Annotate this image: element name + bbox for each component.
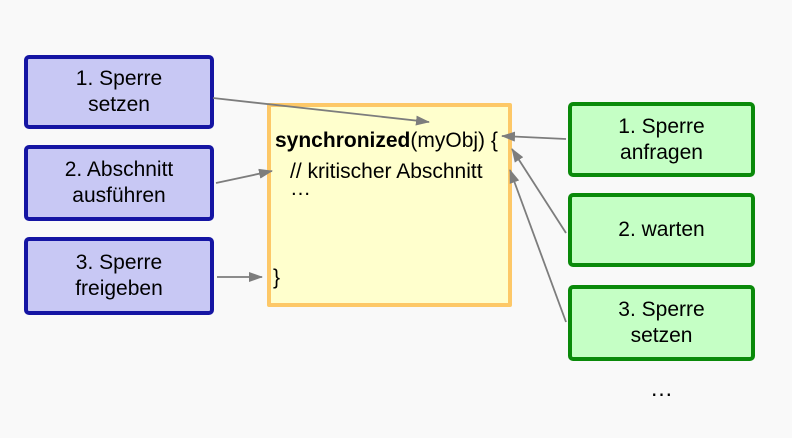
arrow-right-3-to-open-brace — [509, 169, 567, 323]
left-step-1-line-1: 1. Sperre — [75, 67, 163, 90]
left-step-3-line-1: 3. Sperre — [75, 251, 163, 274]
right-step-2-line-1: 2. warten — [618, 218, 705, 241]
code-line-1-rest: (myObj) { — [410, 129, 498, 152]
right-step-1-line-1: 1. Sperre — [618, 114, 705, 138]
code-line-ellipsis: … — [290, 177, 311, 200]
right-step-box-3: 3. Sperre setzen — [568, 285, 755, 361]
footer-ellipsis: … — [650, 375, 673, 401]
right-step-1-line-2: anfragen — [620, 140, 703, 164]
code-box: synchronized(myObj) { // kritischer Absc… — [267, 103, 512, 307]
left-step-1-line-2: setzen — [88, 93, 150, 116]
left-step-3-line-2: freigeben — [75, 277, 163, 300]
arrow-right-2-to-open-brace — [511, 148, 567, 234]
right-step-3-line-2: setzen — [630, 324, 693, 347]
code-line-comment: // kritischer Abschnitt — [290, 160, 483, 183]
left-step-2-line-2: ausführen — [72, 184, 166, 207]
left-step-box-3: 3. Sperre freigeben — [24, 237, 214, 315]
arrow-left-2-to-comment — [215, 168, 273, 184]
code-keyword: synchronized — [275, 129, 411, 152]
left-step-box-1: 1. Sperre setzen — [24, 55, 214, 129]
right-step-3-line-1: 3. Sperre — [618, 298, 705, 321]
left-step-2-line-1: 2. Abschnitt — [64, 158, 174, 181]
right-step-box-1: 1. Sperre anfragen — [568, 102, 755, 177]
right-step-box-2: 2. warten — [568, 193, 755, 267]
left-step-box-2: 2. Abschnitt ausführen — [24, 145, 214, 221]
code-line-synchronized: synchronized(myObj) { — [275, 129, 498, 153]
code-line-closing-brace: } — [273, 266, 281, 289]
